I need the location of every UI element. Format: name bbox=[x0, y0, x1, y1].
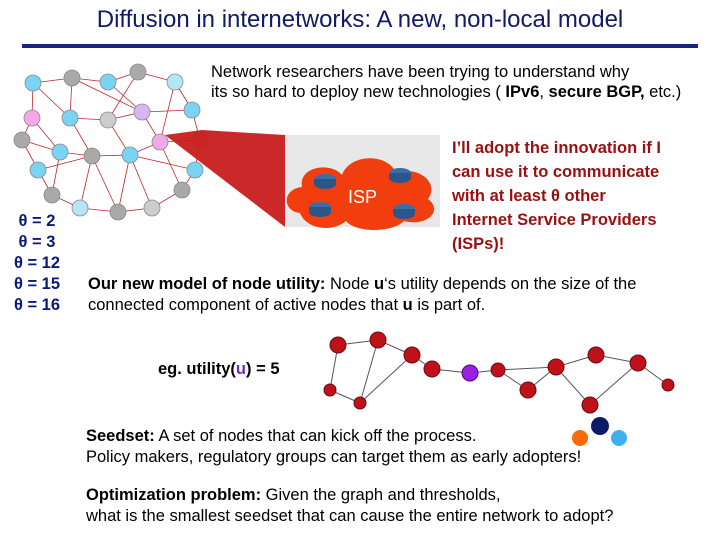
theta-item: θ = 3 bbox=[18, 233, 56, 251]
seed-node bbox=[572, 430, 588, 446]
intro-bgp: secure BGP, bbox=[548, 83, 645, 101]
intro-line2-pre: its so hard to deploy new technologies ( bbox=[211, 83, 506, 101]
model-text1: Node bbox=[325, 275, 375, 293]
graph-node bbox=[423, 360, 441, 378]
graph-node bbox=[547, 358, 565, 376]
theta-item: θ = 15 bbox=[13, 275, 61, 293]
seed-node bbox=[611, 430, 627, 446]
seedset-text: Seedset: A set of nodes that can kick of… bbox=[86, 426, 716, 468]
example-graph bbox=[323, 331, 675, 414]
adopt-line: can use it to communicate bbox=[452, 163, 660, 181]
graph-node bbox=[519, 381, 537, 399]
graph-node-u bbox=[461, 364, 479, 382]
theta-item: θ = 12 bbox=[13, 254, 61, 272]
model-text2: ‘s utility depends on the size of the co… bbox=[88, 275, 637, 314]
graph-node bbox=[369, 331, 387, 349]
graph-node bbox=[353, 396, 367, 410]
isp-zoom-callout: ISP bbox=[165, 130, 440, 230]
graph-node bbox=[661, 378, 675, 392]
adopt-line: (ISPs)! bbox=[452, 235, 505, 253]
router-icon bbox=[389, 168, 411, 183]
title-underline bbox=[22, 44, 698, 48]
graph-node bbox=[490, 362, 506, 378]
intro-line3-post: etc.) bbox=[644, 83, 682, 101]
page-title: Diffusion in internetworks: A new, non-l… bbox=[96, 6, 624, 33]
intro-text: Network researchers have been trying to … bbox=[211, 62, 720, 102]
adopt-line: with at least θ other bbox=[452, 187, 606, 205]
isp-label: ISP bbox=[348, 187, 377, 207]
intro-line1: Network researchers have been trying to … bbox=[211, 63, 630, 81]
optimization-line2: what is the smallest seedset that can ca… bbox=[86, 507, 614, 525]
adoption-rule-text: I’ll adopt the innovation if I can use i… bbox=[452, 136, 714, 256]
intro-ipv6: IPv6 bbox=[505, 83, 540, 101]
example-prefix: eg. utility( bbox=[158, 360, 236, 378]
seed-node bbox=[591, 417, 609, 435]
router-icon bbox=[393, 204, 415, 219]
model-u1: u bbox=[374, 275, 385, 293]
seed-nodes bbox=[572, 417, 627, 446]
intro-comma: , bbox=[539, 83, 549, 101]
theta-item: θ = 16 bbox=[13, 296, 61, 314]
model-text3: is part of. bbox=[412, 296, 486, 314]
graph-node bbox=[629, 354, 647, 372]
optimization-heading: Optimization problem: bbox=[86, 486, 262, 504]
graph-node bbox=[403, 346, 421, 364]
graph-node bbox=[329, 336, 347, 354]
seedset-heading: Seedset: bbox=[86, 427, 155, 445]
adopt-line: I’ll adopt the innovation if I bbox=[452, 139, 661, 157]
model-description: Our new model of node utility: Node u‘s … bbox=[88, 274, 716, 316]
optimization-text: Optimization problem: Given the graph an… bbox=[86, 485, 720, 527]
router-icon bbox=[314, 174, 336, 189]
theta-list: θ = 2 θ = 3 θ = 12 θ = 15 θ = 16 bbox=[6, 211, 68, 316]
graph-node bbox=[323, 383, 337, 397]
router-icon bbox=[309, 202, 331, 217]
model-heading: Our new model of node utility: bbox=[88, 275, 326, 293]
example-suffix: ) = 5 bbox=[246, 360, 280, 378]
adopt-line: Internet Service Providers bbox=[452, 211, 657, 229]
example-u: u bbox=[235, 360, 247, 378]
seedset-line2: Policy makers, regulatory groups can tar… bbox=[86, 448, 582, 466]
example-utility: eg. utility(u) = 5 bbox=[158, 359, 308, 380]
graph-node bbox=[587, 346, 605, 364]
theta-item: θ = 2 bbox=[18, 212, 56, 230]
model-u2: u bbox=[402, 296, 413, 314]
optimization-line1: Given the graph and thresholds, bbox=[261, 486, 501, 504]
graph-node bbox=[581, 396, 599, 414]
seedset-line1: A set of nodes that can kick off the pro… bbox=[154, 427, 477, 445]
